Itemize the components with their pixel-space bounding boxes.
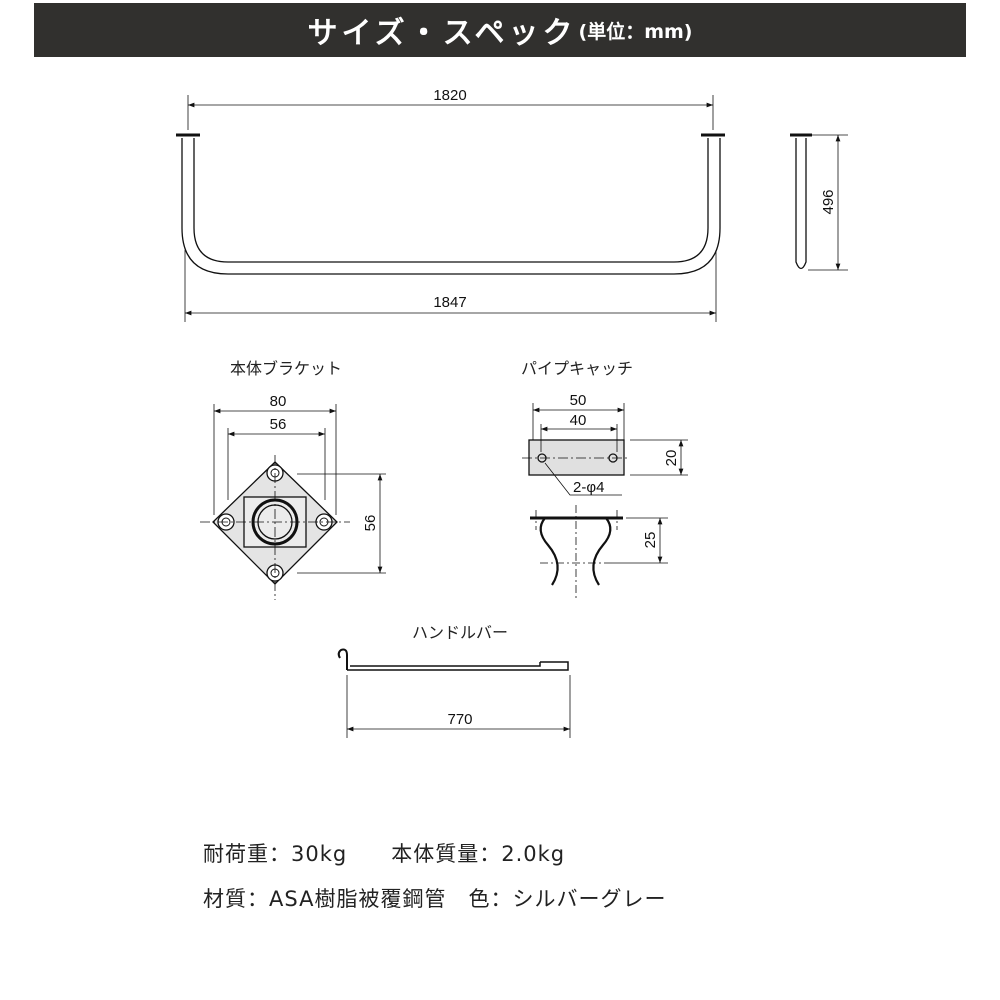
pipe-catch-inner: 40 xyxy=(570,412,587,429)
spec-material-color: 材質：ASA樹脂被覆鋼管 色：シルバーグレー xyxy=(203,887,667,911)
bracket-inner: 56 xyxy=(270,416,287,433)
bracket-title: 本体ブラケット xyxy=(230,359,342,378)
spec-load-weight: 耐荷重：30kg 本体質量：2.0kg xyxy=(203,842,566,866)
handle-bar-length: 770 xyxy=(447,711,472,728)
dim-height: 496 xyxy=(820,189,837,214)
dim-top-width: 1820 xyxy=(433,87,466,104)
pipe-catch-outer: 50 xyxy=(570,392,587,409)
bracket-vertical: 56 xyxy=(362,515,379,532)
pipe-catch-depth: 25 xyxy=(642,532,659,549)
rack-side-view xyxy=(790,133,848,271)
pipe-catch-holes: 2-φ4 xyxy=(573,479,604,496)
handle-bar-title: ハンドルバー xyxy=(412,623,508,642)
pipe-catch-title: パイプキャッチ xyxy=(521,359,633,378)
dim-bottom-width: 1847 xyxy=(433,294,466,311)
header-unit: (単位：mm) xyxy=(578,20,693,43)
bracket-drawing xyxy=(200,404,386,600)
handle-bar-drawing xyxy=(337,648,571,738)
rack-front-view xyxy=(176,95,725,322)
header-banner: サイズ・スペック (単位：mm) xyxy=(34,3,966,57)
header-title: サイズ・スペック xyxy=(307,16,577,51)
bracket-outer: 80 xyxy=(270,393,287,410)
pipe-catch-drawing xyxy=(522,403,688,600)
pipe-catch-height: 20 xyxy=(663,450,680,467)
